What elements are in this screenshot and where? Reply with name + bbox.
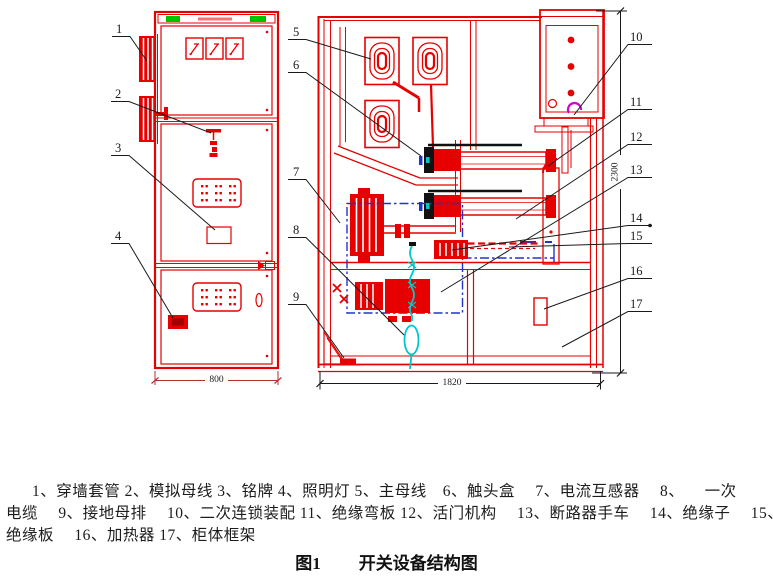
mimic-busbar-symbol [206,129,221,157]
contact-boxes [419,140,556,232]
breaker-handcart [332,279,430,322]
middle-door [160,123,273,262]
callout-16: 16 [543,264,652,310]
figure-title: 开关设备结构图 [358,554,478,573]
svg-text:15: 15 [630,229,643,243]
figure-number: 图1 [295,554,321,573]
contact-box-upper [419,143,556,173]
svg-text:800: 800 [209,375,224,385]
legend-line-1: 1、穿墙套管 2、模拟母线 3、铭牌 4、照明灯 5、主母线 6、触头盒 7、电… [32,483,737,500]
callout-13: 13 [440,163,652,293]
svg-text:3: 3 [115,141,121,155]
current-transformer [350,188,456,262]
callout-1: 1 [112,22,148,62]
lower-door [160,269,273,365]
svg-text:4: 4 [115,229,122,243]
wall-bushing-top [139,36,156,82]
callout-10: 10 [573,30,652,116]
svg-text:7: 7 [293,165,299,179]
lighting-lamp [168,315,188,329]
low-voltage-box [539,9,605,119]
callout-17: 17 [561,297,652,348]
callout-8: 8 [288,223,405,336]
svg-text:13: 13 [630,163,643,177]
svg-text:8: 8 [293,223,299,237]
green-label-right [250,16,266,22]
secondary-interlock [566,101,583,114]
callout-9: 9 [288,290,345,359]
insulation-bent-plate [542,126,572,265]
callout-3: 3 [111,141,216,231]
svg-text:17: 17 [630,297,643,311]
front-view [139,10,280,370]
green-label-left [166,16,180,22]
parts-legend: 1、穿墙套管 2、模拟母线 3、铭牌 4、照明灯 5、主母线 6、触头盒 7、电… [0,481,773,547]
callout-14: 14 [451,211,652,251]
callouts: 1 2 3 4 5 6 7 8 [111,22,652,359]
nameplate [206,226,232,245]
svg-text:16: 16 [630,264,643,278]
door-latch [258,261,265,270]
ground-busbar [332,358,360,366]
indicator-squares [185,37,244,60]
callout-11: 11 [547,95,652,167]
upper-door [160,25,273,116]
legend-line-3: 绝缘板 16、加热器 17、柜体框架 [6,527,256,544]
vent-grille-lower [192,282,242,312]
legend-line-2: 电缆 9、接地母排 10、二次连锁装配 11、绝缘弯板 12、活门机构 13、断… [6,505,773,522]
wall-bushing-bottom [139,96,168,142]
svg-text:2: 2 [115,87,121,101]
insulator [434,240,468,259]
callout-7: 7 [288,165,341,224]
heater [533,297,548,326]
callout-12: 12 [515,130,652,220]
callout-15: 15 [508,229,652,248]
primary-cable [403,242,420,370]
vent-grille-upper [192,178,242,208]
dimension-side-width: 1820 [316,371,605,390]
svg-text:11: 11 [630,95,642,109]
dimension-front-width: 800 [151,371,282,385]
door-handle [255,292,263,308]
cabinet-label-band [157,14,276,24]
callout-5: 5 [288,25,372,60]
callout-6: 6 [288,58,422,157]
svg-text:2300: 2300 [611,162,621,181]
callout-4: 4 [111,229,174,319]
svg-text:12: 12 [630,130,643,144]
svg-text:6: 6 [293,58,299,72]
structure-diagram: 800 1820 2300 1 2 3 4 [111,7,652,390]
svg-text:5: 5 [293,25,299,39]
svg-text:1: 1 [116,22,122,36]
figure-caption: 图1 开关设备结构图 [0,549,773,574]
dimension-side-height: 2300 [592,7,627,377]
side-view [317,9,605,373]
door-screws [265,30,269,358]
svg-text:14: 14 [630,211,643,225]
svg-text:9: 9 [293,290,299,304]
svg-text:10: 10 [630,30,643,44]
main-busbars [333,27,458,186]
callout-2: 2 [111,87,212,134]
svg-text:1820: 1820 [443,378,462,388]
contact-box-lower [419,189,556,219]
